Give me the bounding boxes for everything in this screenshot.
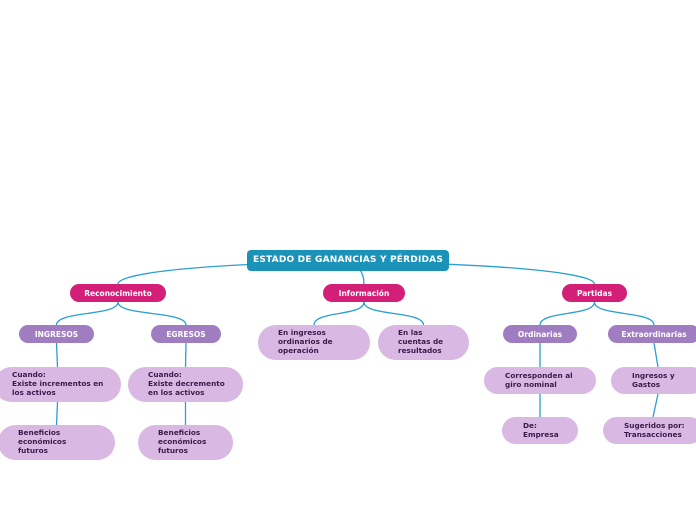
node-reconocimiento[interactable]: Reconocimiento: [70, 284, 166, 302]
root-node[interactable]: ESTADO DE GANANCIAS Y PÉRDIDAS: [247, 250, 449, 271]
connector-node-informacion-node-cuentas-resultados: [363, 301, 425, 326]
connector-node-ingresos-cuando-node-ingresos-beneficios: [55, 401, 59, 426]
connector-node-partidas-node-extraordinarias: [593, 301, 655, 326]
connector-node-extraordinarias-node-ingresos-gastos: [653, 342, 659, 368]
connector-node-reconocimiento-node-ingresos: [55, 301, 119, 326]
node-ordinarias[interactable]: Ordinarias: [503, 325, 577, 343]
node-informacion[interactable]: Información: [323, 284, 405, 302]
node-ingresos[interactable]: INGRESOS: [19, 325, 94, 343]
node-ingresos-cuando[interactable]: Cuando: Existe incrementos en los activo…: [0, 367, 121, 402]
node-de-empresa[interactable]: De: Empresa: [502, 417, 578, 444]
connector-node-ingresos-node-ingresos-cuando: [55, 342, 59, 368]
node-ingresos-gastos[interactable]: Ingresos y Gastos: [611, 367, 696, 394]
connector-node-ingresos-gastos-node-sugeridos: [652, 393, 659, 418]
node-egresos[interactable]: EGRESOS: [151, 325, 221, 343]
connector-node-reconocimiento-node-egresos: [117, 301, 187, 326]
node-extraordinarias[interactable]: Extraordinarias: [608, 325, 696, 343]
node-ingresos-ordinarios[interactable]: En ingresos ordinarios de operación: [258, 325, 370, 360]
connector-node-egresos-node-egresos-cuando: [184, 342, 187, 368]
node-egresos-cuando[interactable]: Cuando: Existe decremento en los activos: [128, 367, 243, 402]
node-egresos-beneficios[interactable]: Beneficios económicos futuros: [138, 425, 233, 460]
connector-node-partidas-node-ordinarias: [539, 301, 596, 326]
node-ingresos-beneficios[interactable]: Beneficios económicos futuros: [0, 425, 115, 460]
connector-node-informacion-node-ingresos-ordinarios: [313, 301, 365, 326]
node-partidas[interactable]: Partidas: [562, 284, 627, 302]
node-giro-nominal[interactable]: Corresponden al giro nominal: [484, 367, 596, 394]
node-cuentas-resultados[interactable]: En las cuentas de resultados: [378, 325, 469, 360]
node-sugeridos[interactable]: Sugeridos por: Transacciones: [603, 417, 696, 444]
